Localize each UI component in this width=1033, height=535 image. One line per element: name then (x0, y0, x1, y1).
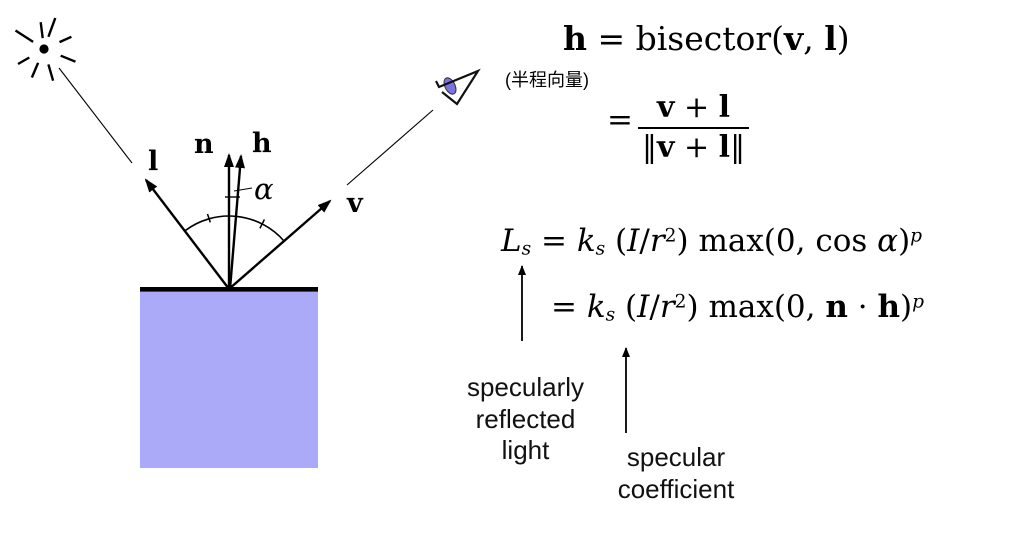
eye-icon (435, 68, 481, 106)
eq4-max: ) max(0, (686, 289, 826, 325)
eq1-comma: , (803, 19, 825, 58)
label-alpha: α (254, 172, 274, 206)
light-source-icon (14, 17, 76, 82)
den-plus: + (674, 130, 719, 165)
alpha-leader-line (233, 187, 253, 192)
eq3-open: ( (605, 223, 628, 259)
light-vector-arrow (144, 178, 230, 290)
eq4-k: k (586, 289, 606, 325)
eq4-close: ) (900, 289, 913, 325)
eq4-h: h (877, 289, 901, 325)
half-vector-definition-equation: h = bisector(v, l) (563, 22, 850, 55)
eq1-close: ) (836, 19, 850, 58)
half-vector-arrow (228, 154, 245, 290)
den-v: v (657, 130, 675, 165)
label-v: v (346, 188, 364, 219)
eq3-r-exp: 2 (664, 225, 677, 247)
eq3-slash: / (639, 223, 650, 259)
eq4-k-sub: s (605, 304, 616, 326)
arc-tick-left (206, 213, 212, 223)
fraction-numerator: v + l (649, 93, 738, 127)
surface-rect (140, 291, 318, 468)
eq4-r: r (659, 289, 675, 325)
eq3-I: I (627, 223, 640, 259)
eq3-max: ) max(0, cos (676, 223, 878, 259)
label-h: h (252, 128, 272, 159)
eq3-equals: = (531, 223, 577, 259)
eq4-I: I (637, 289, 650, 325)
num-v: v (657, 90, 675, 125)
eq3-k: k (576, 223, 596, 259)
eq1-bisector: = bisector( (587, 19, 785, 58)
surface-top-line (140, 287, 318, 292)
num-plus: + (674, 90, 719, 125)
view-vector-arrow (228, 199, 332, 290)
eq4-slash: / (649, 289, 660, 325)
sight-line (346, 109, 434, 186)
specular-coefficient-label: specular coefficient (617, 442, 735, 504)
eq3-L: L (501, 223, 522, 259)
eq4-equals: = (551, 289, 587, 325)
eq1-h: h (563, 19, 587, 58)
eq4-n: n (825, 289, 848, 325)
angle-arc (184, 215, 285, 242)
eq2-equals-sign: = (607, 102, 633, 138)
eq3-alpha: α (877, 223, 899, 259)
den-close: ‖ (730, 130, 746, 165)
eq3-exp-p: p (910, 225, 923, 247)
den-l: l (718, 130, 731, 165)
light-source-core (39, 44, 49, 54)
specularly-reflected-light-label: specularly reflected light (466, 372, 585, 466)
label-n: n (194, 129, 214, 160)
eq3-r: r (649, 223, 665, 259)
num-l: l (718, 90, 731, 125)
eq1-v: v (784, 19, 804, 58)
eq4-r-exp: 2 (674, 291, 687, 313)
den-open: ‖ (642, 130, 657, 165)
label-l: l (148, 146, 158, 177)
eq4-dot: · (847, 289, 878, 325)
light-ray-line (58, 67, 133, 164)
half-vector-chinese-note: (半程向量) (505, 70, 589, 90)
eq3-L-sub: s (521, 238, 532, 260)
half-vector-fraction: v + l ‖v + l‖ (638, 93, 750, 165)
eq1-l: l (824, 19, 837, 58)
eq3-close: ) (898, 223, 911, 259)
specular-shading-equation-cos: Ls = ks (I/r2) max(0, cos α)p (501, 226, 922, 259)
eq4-open: ( (615, 289, 638, 325)
arc-tick-right (259, 219, 266, 229)
eq3-k-sub: s (595, 238, 606, 260)
specular-shading-equation-ndoth: = ks (I/r2) max(0, n · h)p (551, 292, 924, 325)
eq4-exp-p: p (912, 291, 925, 313)
fraction-denominator: ‖v + l‖ (638, 127, 750, 165)
